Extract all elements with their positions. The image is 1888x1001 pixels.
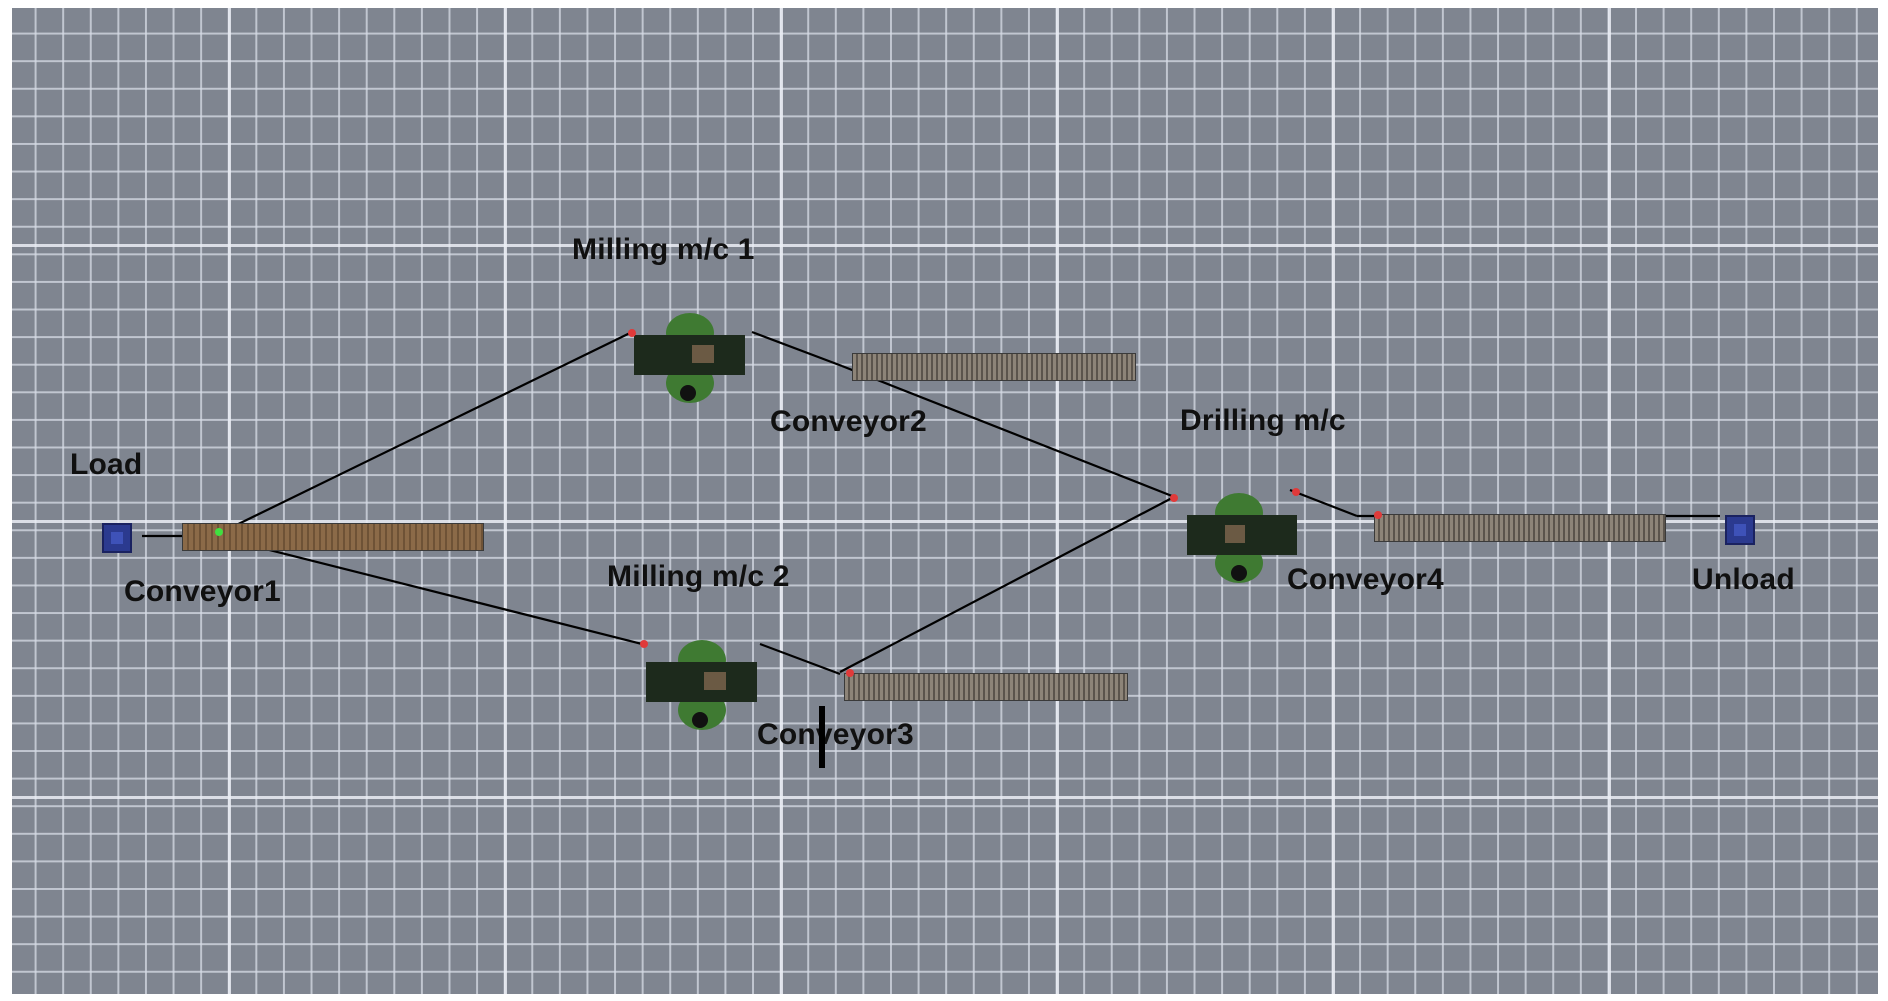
model-canvas[interactable]: Load Conveyor1 Milling m/c 1 Conveyor2 D… <box>12 8 1878 994</box>
link-conveyor1-milling2 <box>221 536 643 646</box>
unload-label: Unload <box>1692 563 1795 596</box>
conveyor1[interactable] <box>182 523 484 551</box>
conveyor2-label: Conveyor2 <box>770 405 927 438</box>
milling1-input-port[interactable] <box>628 329 636 337</box>
milling1-label: Milling m/c 1 <box>572 233 755 266</box>
link-drilling-conveyor4 <box>1289 488 1358 518</box>
conveyor3-input-port[interactable] <box>846 669 854 677</box>
connection-lines <box>142 330 1720 676</box>
load-label: Load <box>70 448 143 481</box>
machine-icon[interactable] <box>632 313 747 403</box>
source-box-icon[interactable] <box>102 523 132 553</box>
link-milling2-conveyor3 <box>759 642 841 676</box>
drilling-output-port[interactable] <box>1292 488 1300 496</box>
drilling-machine-icon <box>1187 493 1297 583</box>
machine-icon[interactable] <box>1187 493 1297 583</box>
milling2-label: Milling m/c 2 <box>607 560 790 593</box>
conveyor4-label: Conveyor4 <box>1287 563 1444 596</box>
link-conveyor1-milling1 <box>221 331 633 533</box>
conveyor4[interactable] <box>1374 514 1666 542</box>
text-cursor-icon <box>819 706 825 768</box>
link-conveyor2-drilling <box>841 364 1173 498</box>
milling1-machine-icon <box>634 313 745 403</box>
drilling-input-port[interactable] <box>1170 494 1178 502</box>
conveyor1-label: Conveyor1 <box>124 575 281 608</box>
link-conveyor3-drilling <box>839 497 1173 673</box>
link-milling1-conveyor2 <box>751 330 843 368</box>
milling2-input-port[interactable] <box>640 640 648 648</box>
conveyor2[interactable] <box>852 353 1136 381</box>
sink-box-icon[interactable] <box>1725 515 1755 545</box>
machine-icon[interactable] <box>644 640 759 730</box>
conveyor3[interactable] <box>844 673 1128 701</box>
drilling-label: Drilling m/c <box>1180 404 1346 437</box>
milling2-machine-icon <box>646 640 757 730</box>
conveyor3-label: Conveyor3 <box>757 718 914 751</box>
conveyor4-input-port[interactable] <box>1374 511 1382 519</box>
conveyor1-output-port[interactable] <box>215 528 223 536</box>
